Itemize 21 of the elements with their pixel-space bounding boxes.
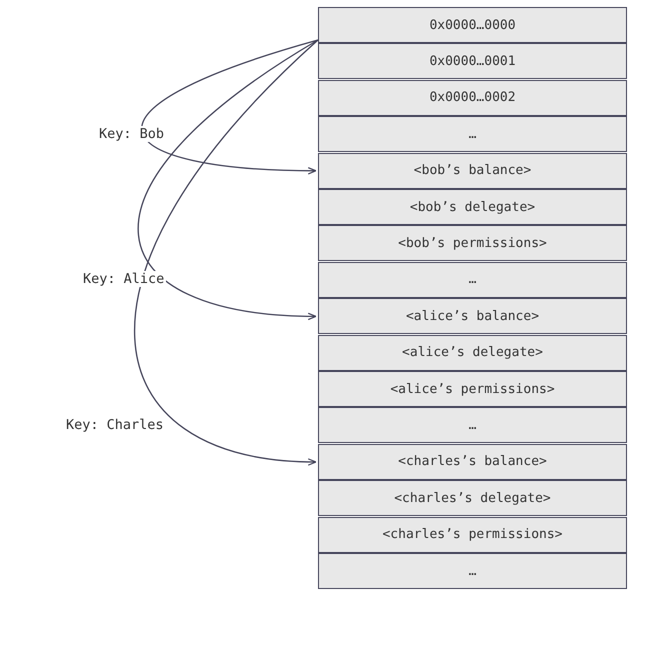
memory-slot: 0x0000…0000	[318, 7, 627, 43]
memory-slot: …	[318, 553, 627, 589]
memory-slot: …	[318, 262, 627, 298]
memory-slot: …	[318, 116, 627, 152]
memory-slot: <bob’s delegate>	[318, 189, 627, 225]
arrow	[134, 40, 318, 466]
edge-label: Key: Bob	[97, 126, 166, 142]
edge-label: Key: Alice	[81, 271, 166, 288]
memory-slot: 0x0000…0001	[318, 43, 627, 80]
memory-slot: <alice’s permissions>	[318, 371, 627, 407]
memory-slot: 0x0000…0002	[318, 80, 627, 116]
memory-slot: <alice’s delegate>	[318, 334, 627, 371]
memory-slot: …	[318, 407, 627, 444]
memory-slot: <bob’s balance>	[318, 152, 627, 189]
memory-slot: <bob’s permissions>	[318, 225, 627, 262]
memory-slot: <alice’s balance>	[318, 298, 627, 334]
memory-slot: <charles’s delegate>	[318, 480, 627, 516]
memory-slot: <charles’s balance>	[318, 444, 627, 480]
arrow	[142, 39, 318, 174]
arrow	[138, 39, 318, 320]
memory-slot: <charles’s permissions>	[318, 516, 627, 553]
